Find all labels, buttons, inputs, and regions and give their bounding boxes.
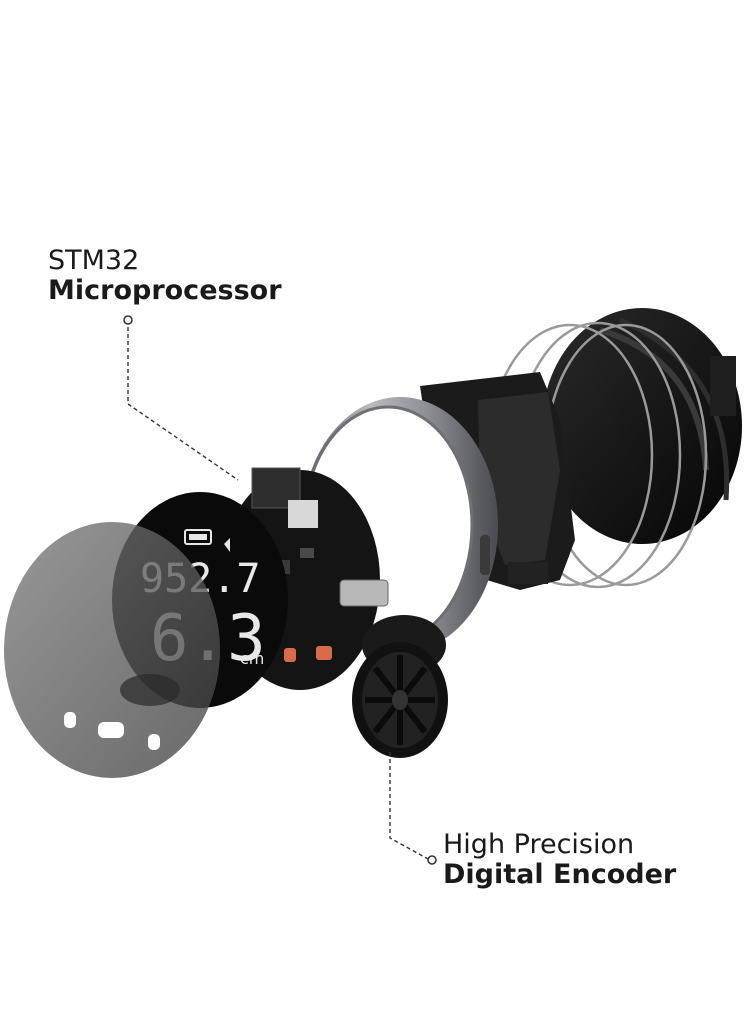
leader-encoder [389, 752, 431, 861]
front-lens [4, 522, 220, 778]
encoder-wheel [352, 615, 448, 758]
leader-processor-dot [123, 315, 133, 325]
callout-encoder-line2: Digital Encoder [443, 859, 677, 891]
callout-stm32-line1: STM32 [48, 245, 140, 276]
callout-encoder: High Precision Digital Encoder [443, 829, 677, 891]
display-unit: cm [240, 649, 264, 668]
callout-encoder-line1: High Precision [443, 829, 635, 860]
callout-stm32-line2: Microprocessor [48, 275, 282, 307]
leader-encoder-dot [427, 855, 437, 865]
leader-processor [127, 320, 239, 481]
back-cap [542, 308, 742, 544]
callout-stm32: STM32 Microprocessor [48, 245, 282, 307]
